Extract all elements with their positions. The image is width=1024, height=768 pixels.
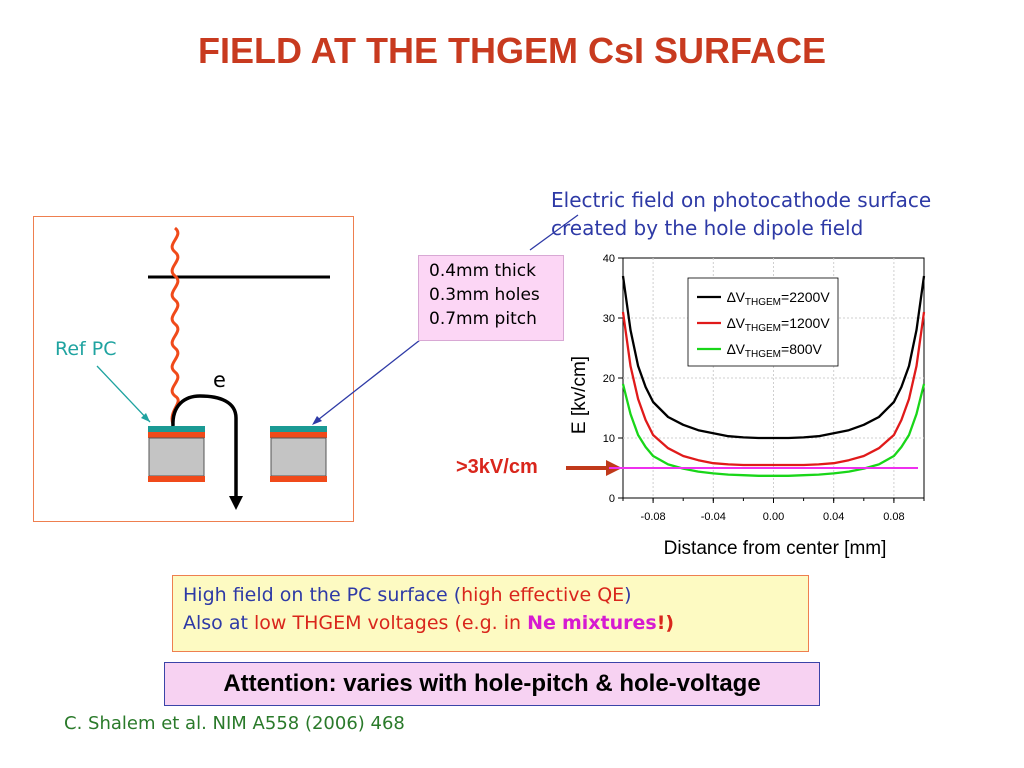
x-tick-label: -0.08 — [641, 511, 666, 523]
specs-pointer — [313, 339, 421, 424]
thgem-specs-box: 0.4mm thick 0.3mm holes 0.7mm pitch — [418, 255, 564, 341]
chart-annotation: Electric field on photocathode surface c… — [551, 186, 931, 242]
x-tick-label: -0.04 — [701, 511, 726, 523]
highlight-low-voltage: low THGEM voltages (e.g. in — [253, 612, 528, 634]
highlight-mixtures: mixtures — [561, 612, 657, 634]
thgem-left-segment — [148, 426, 205, 482]
fr4-right — [270, 437, 327, 477]
spec-holes: 0.3mm holes — [429, 285, 540, 305]
field-threshold-label: >3kV/cm — [456, 456, 538, 478]
copper-top-left — [148, 432, 205, 438]
ref-pc-label: Ref PC — [55, 338, 117, 360]
spec-pitch: 0.7mm pitch — [429, 309, 537, 329]
annotation-pointer — [529, 214, 579, 251]
highlight-also: Also at — [183, 612, 254, 634]
specs-pointer-head — [312, 416, 322, 425]
attention-box: Attention: varies with hole-pitch & hole… — [164, 662, 820, 706]
series-line-1 — [621, 275, 926, 440]
highlight-line-1: High field on the PC surface (high effec… — [183, 581, 808, 609]
electron-trajectory — [171, 394, 238, 498]
chart-legend: ∆VTHGEM=2200V ∆VTHGEM=1200V ∆VTHGEM=800V — [687, 277, 839, 367]
photon-wave — [170, 226, 180, 425]
series-line-2 — [621, 311, 926, 467]
csi-layer-left — [148, 426, 205, 432]
thgem-diagram-frame — [33, 216, 354, 522]
citation: C. Shalem et al. NIM A558 (2006) 468 — [64, 713, 405, 734]
electron-label: e — [213, 368, 226, 392]
y-tick-label: 30 — [603, 313, 615, 325]
x-axis-title: Distance from center [mm] — [664, 538, 887, 559]
thgem-right-segment — [270, 426, 327, 482]
x-tick-label: 0.08 — [883, 511, 904, 523]
legend-entry-1: ∆VTHGEM=2200V — [727, 289, 830, 308]
electron-arrowhead — [229, 496, 243, 510]
legend-entry-3: ∆VTHGEM=800V — [727, 341, 823, 360]
copper-bottom-left — [148, 476, 205, 482]
y-tick-label: 0 — [609, 493, 615, 505]
highlight-text: High field on the PC surface ( — [183, 584, 462, 606]
annotation-line-2: created by the hole dipole field — [551, 216, 864, 240]
legend-entry-2: ∆VTHGEM=1200V — [727, 315, 830, 334]
y-tick-label: 20 — [603, 373, 615, 385]
field-chart: -0.08 -0.04 0.00 0.04 0.08 0 10 20 30 40 ∆VTHGEM=… — [569, 253, 926, 559]
x-tick-label: 0.00 — [763, 511, 784, 523]
series-layer — [621, 275, 926, 477]
x-tick-label: 0.04 — [823, 511, 844, 523]
highlight-exclaim: ! — [656, 612, 666, 634]
ticks-layer: -0.08 -0.04 0.00 0.04 0.08 0 10 20 30 40 — [603, 253, 925, 523]
series-line-3 — [621, 383, 926, 477]
annotation-line-1: Electric field on photocathode surface — [551, 188, 932, 212]
copper-top-right — [270, 432, 327, 438]
y-tick-label: 40 — [603, 253, 615, 265]
y-tick-label: 10 — [603, 433, 615, 445]
csi-layer-right — [270, 426, 327, 432]
copper-bottom-right — [270, 476, 327, 482]
highlight-box: High field on the PC surface (high effec… — [172, 575, 809, 652]
ref-pc-pointer-head — [141, 413, 150, 422]
page-title: FIELD AT THE THGEM CsI SURFACE — [197, 30, 826, 71]
highlight-line-2: Also at low THGEM voltages (e.g. in Ne m… — [183, 609, 808, 637]
y-axis-title: E [kv/cm] — [569, 356, 590, 434]
ref-pc-pointer — [96, 365, 151, 423]
fr4-left — [148, 437, 205, 477]
spec-thickness: 0.4mm thick — [429, 261, 536, 281]
highlight-close-paren: ) — [665, 612, 675, 634]
highlight-ne: Ne — [527, 612, 556, 634]
highlight-qe: high effective QE — [461, 584, 625, 606]
highlight-paren: ) — [624, 584, 632, 606]
